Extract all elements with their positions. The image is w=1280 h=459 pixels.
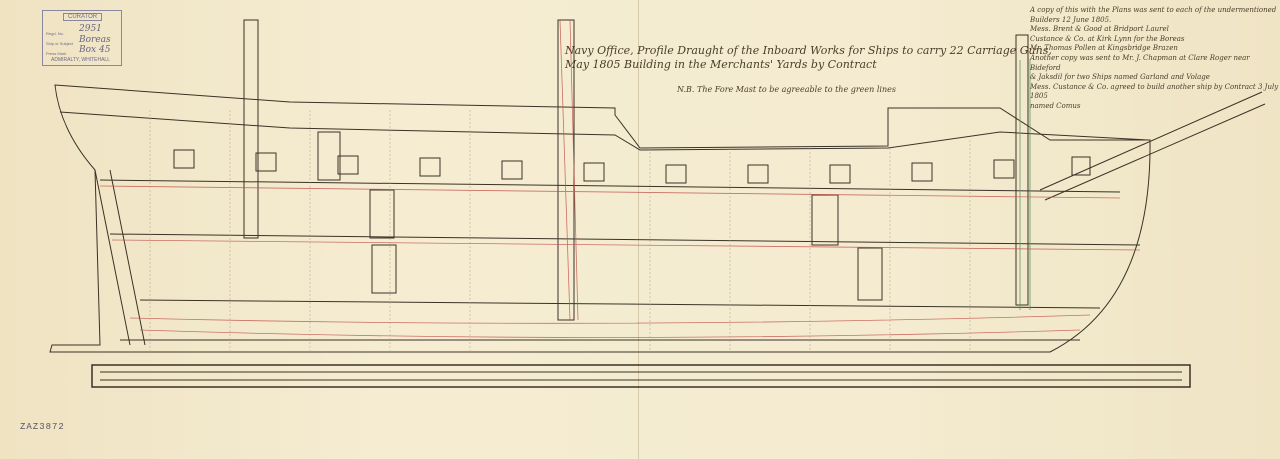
- title-line-1: Navy Office, Profile Draught of the Inbo…: [565, 44, 1052, 57]
- stamp-footer: ADMIRALTY, WHITEHALL: [51, 57, 110, 63]
- stern-post: [94, 169, 146, 346]
- annotation-line: Mess. Brent & Good at Bridport Laurel: [1030, 25, 1169, 34]
- stamp-ship-value: Boreas: [79, 35, 111, 45]
- hull-outline: [49, 84, 1151, 353]
- builders-annotation: A copy of this with the Plans was sent t…: [1030, 6, 1280, 112]
- gunport: [255, 152, 277, 172]
- fore-mast: [1015, 34, 1029, 306]
- annotation-line: & Jaksdil for two Ships named Garland an…: [1030, 73, 1210, 82]
- ladder: [369, 189, 395, 239]
- red-construction-line: [559, 19, 579, 321]
- stamp-press-value: Box 45: [79, 45, 111, 55]
- fold-line: [638, 0, 639, 459]
- gunport: [911, 162, 933, 182]
- ladder: [811, 194, 839, 246]
- gunport: [173, 149, 195, 169]
- stamp-press-label: Press Mark: [46, 51, 67, 56]
- reference-number: ZAZ3872: [20, 422, 65, 432]
- hold-line: [139, 299, 1101, 309]
- scale-bar: [91, 364, 1191, 388]
- stamp-ship-label: Ship or Subject: [46, 41, 74, 46]
- title-line-2: May 1805 Building in the Merchants' Yard…: [565, 58, 877, 71]
- red-construction-line: [111, 239, 1141, 251]
- upper-deck-line: [59, 111, 1149, 151]
- annotation-line: Builders 12 June 1805.: [1030, 15, 1112, 24]
- ladder: [317, 131, 341, 181]
- gunport: [337, 155, 359, 175]
- stamp-header: CURATOR: [63, 13, 103, 21]
- annotation-line: Custance & Co. at Kirk Lynn for the Bore…: [1030, 34, 1185, 43]
- gunport: [747, 164, 769, 184]
- annotation-line: Another copy was sent to Mr. J. Chapman …: [1030, 53, 1250, 72]
- gunport: [665, 164, 687, 184]
- annotation-line: Mr. Thomas Pollen at Kingsbridge Brazen: [1030, 44, 1178, 53]
- annotation-line: Mess. Custance & Co. agreed to build ano…: [1030, 82, 1279, 101]
- mizzen-mast: [243, 19, 259, 239]
- gunport: [829, 164, 851, 184]
- bowsprit: [1039, 91, 1266, 201]
- gunport: [1071, 156, 1091, 176]
- gun-deck-line: [99, 179, 1121, 193]
- gunport: [583, 162, 605, 182]
- ladder: [857, 247, 883, 301]
- lower-deck-line: [109, 233, 1141, 246]
- red-construction-line: [99, 185, 1121, 199]
- curator-stamp: CURATOR Regd. No. 2951 Ship or Subject B…: [42, 10, 122, 66]
- stamp-reg-value: 2951: [79, 24, 102, 34]
- red-construction-line: [139, 329, 1081, 338]
- ladder: [371, 244, 397, 294]
- green-foremast-line: [1019, 60, 1031, 310]
- annotation-line: A copy of this with the Plans was sent t…: [1030, 6, 1277, 14]
- title-note: N.B. The Fore Mast to be agreeable to th…: [677, 85, 896, 94]
- gunport: [501, 160, 523, 180]
- gunport: [993, 159, 1015, 179]
- stamp-reg-label: Regd. No.: [46, 31, 65, 36]
- annotation-line: named Comus: [1030, 101, 1081, 110]
- red-construction-line: [129, 314, 1091, 324]
- gunport: [419, 157, 441, 177]
